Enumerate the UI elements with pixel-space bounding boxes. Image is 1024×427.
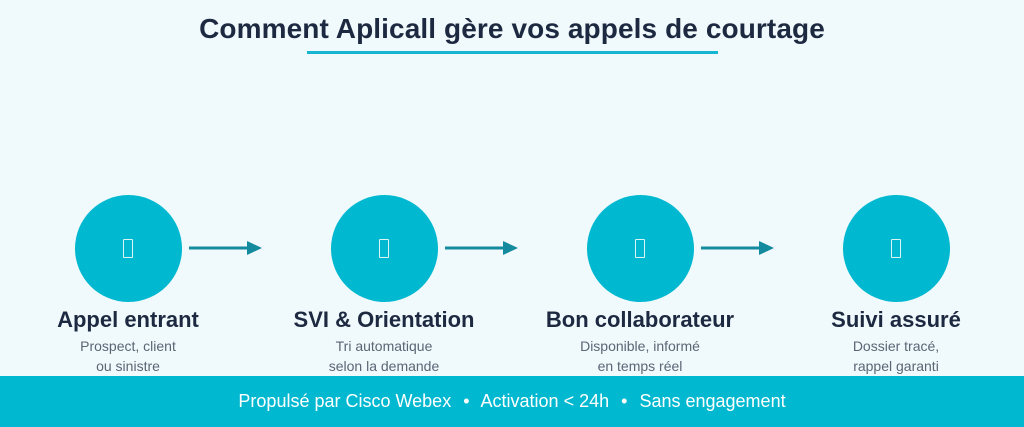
step-title: SVI & Orientation <box>293 307 475 332</box>
step-description-line: Disponible, informé <box>580 338 700 354</box>
footer-item: Sans engagement <box>639 391 786 411</box>
step-suivi-assure: Suivi assuré Dossier tracé, rappel garan… <box>768 195 1024 376</box>
step-description-line: en temps réel <box>597 358 683 374</box>
arrow-right-icon <box>445 241 518 255</box>
step-circle <box>74 195 182 302</box>
footer-banner: Propulsé par Cisco Webex • Activation < … <box>0 376 1024 427</box>
step-circle <box>842 195 950 302</box>
step-description: Tri automatique selon la demande <box>256 336 512 376</box>
step-description-line: Dossier tracé, <box>852 338 940 354</box>
footer-separator: • <box>621 391 628 411</box>
title-underline <box>307 51 718 54</box>
arrow-right-icon <box>701 241 774 255</box>
step-circle <box>330 195 438 302</box>
phone-icon <box>379 238 389 258</box>
step-title: Suivi assuré <box>831 307 961 332</box>
phone-icon <box>635 238 645 258</box>
page-title: Comment Aplicall gère vos appels de cour… <box>199 13 825 44</box>
step-description-line: selon la demande <box>328 358 440 374</box>
step-description-line: ou sinistre <box>96 358 160 374</box>
footer-item: Activation < 24h <box>480 391 610 411</box>
step-description: Disponible, informé en temps réel <box>512 336 768 376</box>
step-title: Bon collaborateur <box>545 307 735 332</box>
arrow-right-icon <box>189 241 262 255</box>
step-circle <box>586 195 694 302</box>
step-bon-collaborateur: Bon collaborateur Disponible, informé en… <box>512 195 768 376</box>
phone-icon <box>891 238 901 258</box>
step-description-line: Prospect, client <box>80 338 176 354</box>
footer-separator: • <box>463 391 470 411</box>
step-description-line: rappel garanti <box>853 358 939 374</box>
step-description: Prospect, client ou sinistre <box>0 336 256 376</box>
footer-item: Propulsé par Cisco Webex <box>238 391 452 411</box>
phone-icon <box>123 238 133 258</box>
step-description: Dossier tracé, rappel garanti <box>768 336 1024 376</box>
step-appel-entrant: Appel entrant Prospect, client ou sinist… <box>0 195 256 376</box>
step-svi-orientation: SVI & Orientation Tri automatique selon … <box>256 195 512 376</box>
step-description-line: Tri automatique <box>335 338 433 354</box>
step-title: Appel entrant <box>57 307 199 332</box>
